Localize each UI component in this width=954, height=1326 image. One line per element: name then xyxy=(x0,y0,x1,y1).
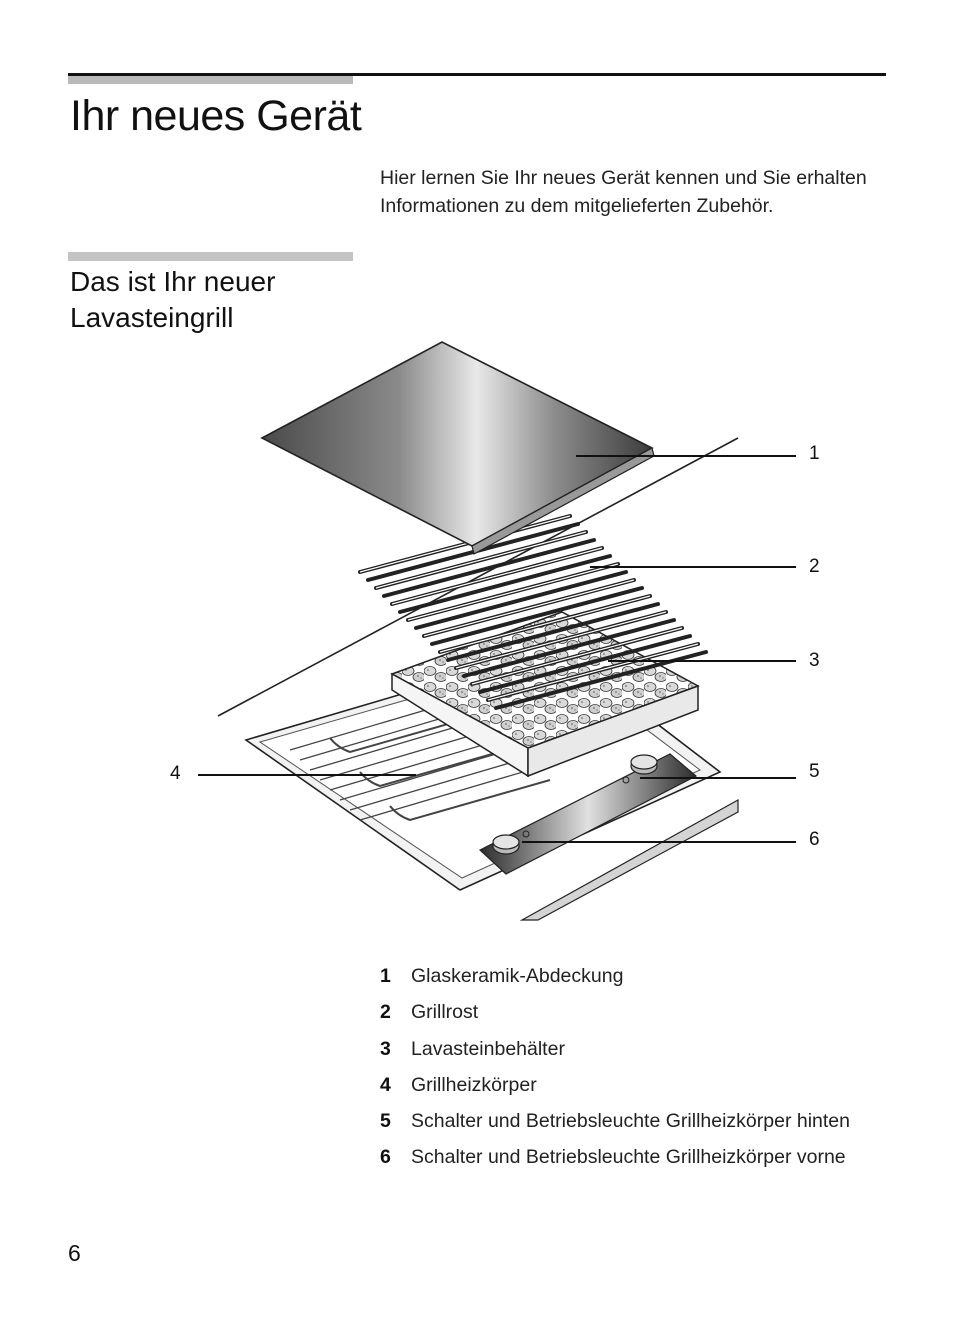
legend-number: 5 xyxy=(380,1110,391,1133)
grill-illustration: 1 2 3 4 5 6 xyxy=(160,330,860,930)
legend-label: Schalter und Betriebsleuchte Grillheizkö… xyxy=(411,1146,846,1169)
legend-number: 1 xyxy=(380,965,391,987)
legend-label: Lavasteinbehälter xyxy=(411,1037,565,1060)
page-title: Ihr neues Gerät xyxy=(70,92,362,140)
grill-exploded-view xyxy=(198,341,796,921)
callout-lines xyxy=(198,455,796,843)
callout-1: 1 xyxy=(809,443,820,464)
legend-label: Glaskeramik-Abdeckung xyxy=(411,965,624,987)
top-rule-accent xyxy=(68,76,353,84)
callout-2: 2 xyxy=(809,556,820,577)
knob-front xyxy=(492,830,530,855)
callout-6: 6 xyxy=(809,829,820,850)
legend-item: 3 Lavasteinbehälter xyxy=(380,1035,850,1071)
legend-item: 6 Schalter und Betriebsleuchte Grillheizk… xyxy=(380,1143,850,1179)
worktop-lines xyxy=(217,437,739,921)
page-number: 6 xyxy=(68,1240,81,1266)
section-title-line1: Das ist Ihr neuer xyxy=(70,266,276,297)
legend-number: 2 xyxy=(380,1001,391,1024)
legend-item: 1 Glaskeramik-Abdeckung xyxy=(380,962,850,998)
section-rule xyxy=(68,252,353,261)
callout-3: 3 xyxy=(809,650,820,671)
intro-paragraph: Hier lernen Sie Ihr neues Gerät kennen u… xyxy=(380,167,867,217)
legend-label: Grillrost xyxy=(411,1001,479,1024)
section-title: Das ist Ihr neuer Lavasteingrill xyxy=(70,264,275,336)
parts-legend: 1 Glaskeramik-Abdeckung 2 Grillrost 3 Lavas… xyxy=(380,962,850,1180)
top-rule xyxy=(68,73,886,76)
legend-number: 6 xyxy=(380,1146,391,1169)
legend-label: Grillheizkörper xyxy=(411,1073,537,1096)
legend-number: 4 xyxy=(380,1073,391,1096)
legend-number: 3 xyxy=(380,1037,391,1060)
legend-item: 2 Grillrost xyxy=(380,998,850,1034)
knob-rear xyxy=(622,754,658,784)
legend-label: Schalter und Betriebsleuchte Grillheizkö… xyxy=(411,1110,850,1133)
section-title-line2: Lavasteingrill xyxy=(70,302,234,333)
callout-4: 4 xyxy=(170,763,181,784)
legend-item: 4 Grillheizkörper xyxy=(380,1071,850,1107)
legend-item: 5 Schalter und Betriebsleuchte Grillheizk… xyxy=(380,1107,850,1143)
callout-5: 5 xyxy=(809,761,820,782)
glass-ceramic-cover xyxy=(260,341,655,555)
